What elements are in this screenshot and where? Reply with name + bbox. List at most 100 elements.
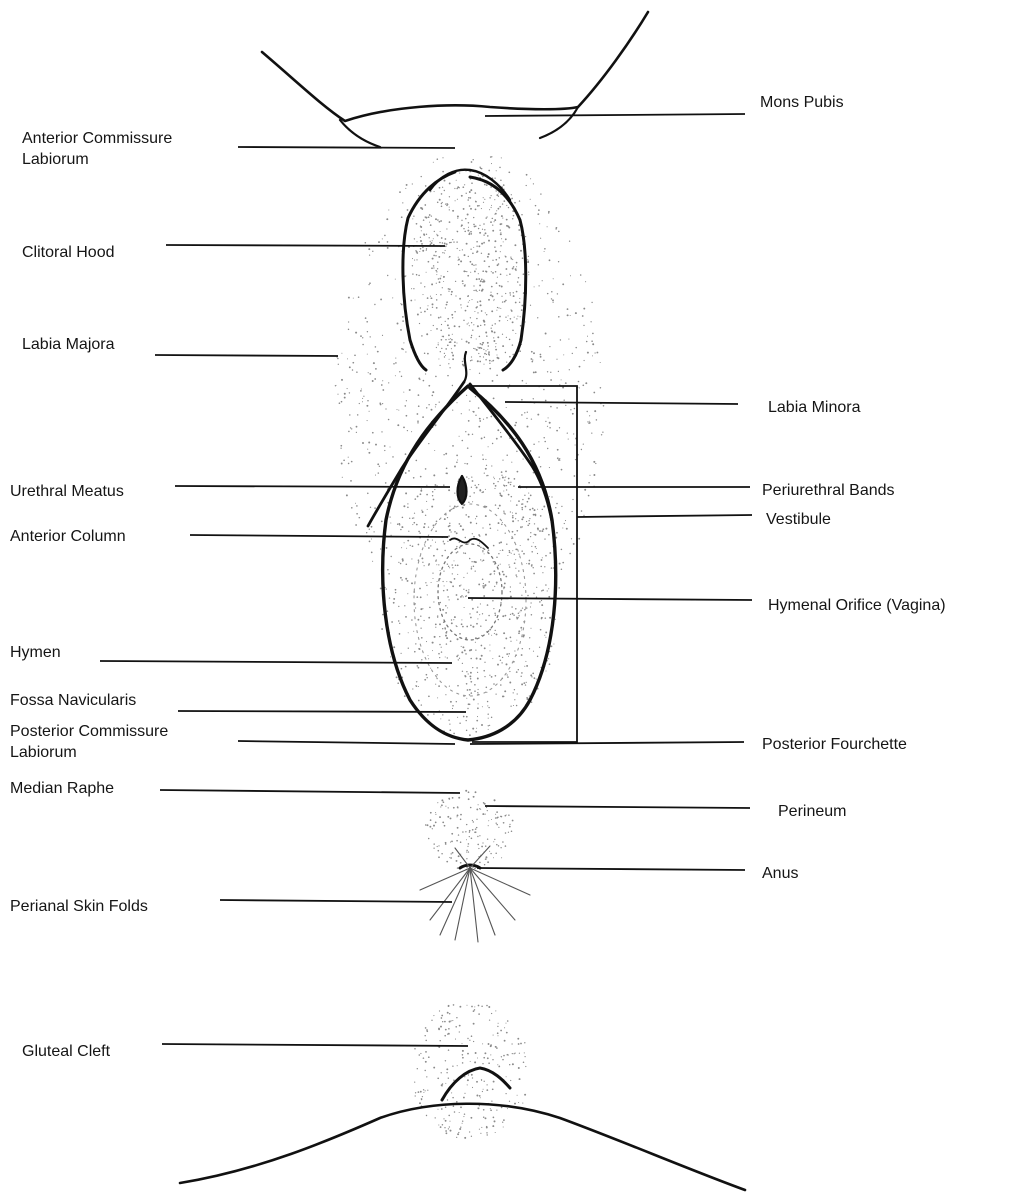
buttocks-outline bbox=[180, 1104, 745, 1190]
stipple-dot bbox=[418, 275, 420, 277]
stipple-dot bbox=[407, 540, 409, 542]
stipple-dot bbox=[439, 657, 440, 658]
stipple-dot bbox=[392, 456, 394, 458]
stipple-dot bbox=[450, 338, 451, 339]
stipple-dot bbox=[425, 373, 426, 374]
stipple-dot bbox=[483, 202, 484, 203]
stipple-dot bbox=[518, 630, 520, 632]
stipple-dot bbox=[419, 251, 420, 252]
stipple-dot bbox=[459, 1025, 461, 1027]
stipple-dot bbox=[392, 297, 393, 298]
stipple-dot bbox=[475, 1052, 477, 1054]
stipple-dot bbox=[539, 601, 541, 603]
stipple-dot bbox=[476, 338, 477, 339]
stipple-dot bbox=[485, 232, 487, 234]
stipple-dot bbox=[432, 395, 434, 397]
stipple-dot bbox=[502, 477, 504, 479]
stipple-dot bbox=[428, 404, 429, 405]
stipple-dot bbox=[525, 506, 527, 508]
stipple-dot bbox=[482, 175, 484, 177]
stipple-dot bbox=[479, 862, 481, 864]
stipple-dot bbox=[437, 697, 438, 698]
stipple-dot bbox=[508, 832, 509, 833]
stipple-dot bbox=[387, 241, 389, 243]
stipple-dot bbox=[585, 382, 587, 384]
stipple-dot bbox=[486, 475, 487, 476]
stipple-dot bbox=[484, 676, 485, 677]
stipple-dot bbox=[501, 857, 502, 858]
stipple-dot bbox=[482, 842, 483, 843]
stipple-dot bbox=[509, 826, 511, 828]
stipple-dot bbox=[505, 256, 506, 257]
stipple-dot bbox=[457, 218, 458, 219]
stipple-dot bbox=[433, 525, 435, 527]
stipple-dot bbox=[385, 482, 387, 484]
stipple-dot bbox=[460, 525, 462, 527]
stipple-dot bbox=[352, 369, 354, 371]
stipple-dot bbox=[513, 692, 514, 693]
stipple-dot bbox=[406, 415, 408, 417]
stipple-dot bbox=[516, 451, 517, 452]
stipple-dot bbox=[414, 522, 416, 524]
stipple-dot bbox=[510, 586, 511, 587]
stipple-dot bbox=[505, 637, 507, 639]
stipple-dot bbox=[476, 728, 477, 729]
stipple-dot bbox=[544, 635, 545, 636]
stipple-dot bbox=[447, 375, 449, 377]
stipple-dot bbox=[398, 620, 399, 621]
stipple-dot bbox=[538, 285, 539, 286]
stipple-dot bbox=[448, 291, 449, 292]
stipple-dot bbox=[385, 408, 386, 409]
stipple-dot bbox=[471, 161, 473, 163]
stipple-dot bbox=[446, 581, 447, 582]
stipple-dot bbox=[432, 303, 434, 305]
stipple-dot bbox=[569, 241, 570, 242]
stipple-dot bbox=[470, 681, 472, 683]
stipple-dot bbox=[443, 281, 444, 282]
stipple-dot bbox=[481, 347, 483, 349]
stipple-dot bbox=[482, 1043, 483, 1044]
stipple-dot bbox=[512, 517, 514, 519]
stipple-dot bbox=[522, 499, 523, 500]
stipple-dot bbox=[528, 271, 529, 272]
stipple-dot bbox=[341, 379, 343, 381]
stipple-dot bbox=[463, 1097, 465, 1099]
leader-anus bbox=[477, 868, 745, 870]
stipple-dot bbox=[492, 600, 494, 602]
stipple-dot bbox=[468, 591, 470, 593]
stipple-dot bbox=[442, 609, 444, 611]
stipple-dot bbox=[422, 608, 423, 609]
mons-right-curve bbox=[540, 107, 578, 138]
stipple-dot bbox=[464, 1137, 466, 1139]
stipple-dot bbox=[422, 416, 424, 418]
stipple-dot bbox=[493, 337, 494, 338]
label-hymenal-orifice: Hymenal Orifice (Vagina) bbox=[768, 596, 946, 616]
stipple-dot bbox=[496, 811, 498, 813]
stipple-dot bbox=[469, 205, 471, 207]
stipple-dot bbox=[508, 171, 510, 173]
stipple-dot bbox=[549, 467, 550, 468]
stipple-dot bbox=[435, 270, 436, 271]
stipple-dot bbox=[505, 293, 506, 294]
stipple-dot bbox=[448, 1033, 450, 1035]
stipple-dot bbox=[526, 418, 527, 419]
leader-hymen bbox=[100, 661, 452, 663]
stipple-dot bbox=[547, 590, 548, 591]
stipple-dot bbox=[442, 714, 443, 715]
stipple-dot bbox=[469, 689, 471, 691]
stipple-dot bbox=[386, 463, 387, 464]
stipple-dot bbox=[476, 819, 477, 820]
stipple-dot bbox=[468, 516, 470, 518]
stipple-dot bbox=[481, 846, 483, 848]
stipple-dot bbox=[497, 277, 498, 278]
stipple-dot bbox=[471, 263, 473, 265]
stipple-dot bbox=[497, 336, 499, 338]
stipple-dot bbox=[406, 184, 408, 186]
stipple-dot bbox=[449, 581, 450, 582]
stipple-dot bbox=[434, 636, 436, 638]
stipple-dot bbox=[494, 199, 495, 200]
stipple-dot bbox=[477, 618, 478, 619]
stipple-dot bbox=[550, 372, 551, 373]
stipple-dot bbox=[552, 299, 554, 301]
stipple-dot bbox=[488, 633, 489, 634]
